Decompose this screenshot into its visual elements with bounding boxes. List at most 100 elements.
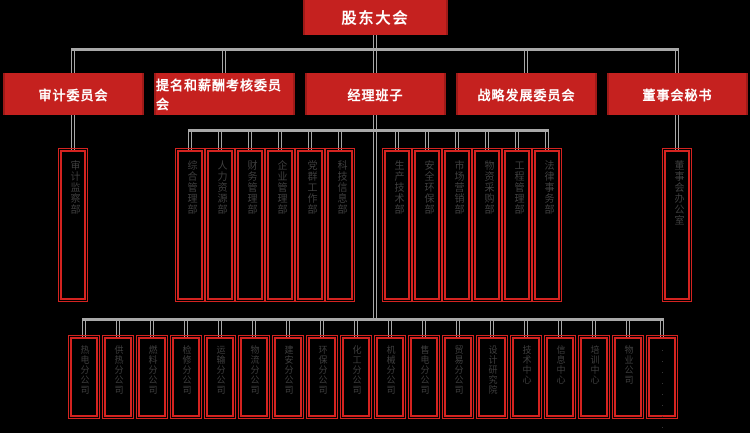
dept-label: 生产技术部: [392, 160, 403, 215]
connector-bottom-drop-8: [320, 318, 324, 337]
connector-mid-drop-7: [395, 129, 399, 150]
root-node-shareholders-meeting: 股东大会: [303, 0, 448, 35]
dept-label: 审计监察部: [68, 160, 79, 215]
connector-mid-drop-12: [545, 129, 549, 150]
connector-mid-rail: [188, 129, 549, 132]
subsidiary-label: 建安分公司: [283, 345, 294, 395]
connector-root-drop: [373, 35, 377, 48]
dept-label: 科技信息部: [335, 160, 346, 215]
subsidiary-node-5: 运输分公司: [204, 335, 236, 419]
dept-label: 工程管理部: [512, 160, 523, 215]
node-audit-committee: 审计委员会: [3, 73, 144, 115]
subsidiary-node-12: 贸易分公司: [442, 335, 474, 419]
subsidiary-label: 技术中心: [521, 345, 532, 385]
connector-bottom-drop-17: [626, 318, 630, 337]
dept-node-9: 市场营销部: [442, 148, 472, 302]
dept-label: 安全环保部: [422, 160, 433, 215]
subsidiary-label: 信息中心: [555, 345, 566, 385]
connector-audit-to-dept: [71, 115, 75, 150]
dept-node-6: 科技信息部: [325, 148, 355, 302]
subsidiary-label: 运输分公司: [215, 345, 226, 395]
connector-mid-drop-11: [515, 129, 519, 150]
subsidiary-label: 培训中心: [589, 345, 600, 385]
connector-bottom-drop-10: [388, 318, 392, 337]
connector-top-rail: [71, 48, 679, 51]
subsidiary-node-17: 物业公司: [612, 335, 644, 419]
subsidiary-node-14: 技术中心: [510, 335, 542, 419]
connector-drop-nomination-committee: [222, 48, 226, 73]
dept-node-5: 党群工作部: [295, 148, 325, 302]
connector-management-trunk: [373, 115, 377, 318]
subsidiary-node-15: 信息中心: [544, 335, 576, 419]
node-board-secretary: 董事会秘书: [607, 73, 748, 115]
connector-bottom-drop-7: [286, 318, 290, 337]
connector-bottom-drop-12: [456, 318, 460, 337]
subsidiary-node-6: 物流分公司: [238, 335, 270, 419]
connector-mid-drop-9: [455, 129, 459, 150]
dept-node-8: 安全环保部: [412, 148, 442, 302]
connector-mid-drop-3: [248, 129, 252, 150]
subsidiary-label: 热电分公司: [79, 345, 90, 395]
dept-label: 物资采购部: [482, 160, 493, 215]
connector-bottom-drop-18: [660, 318, 664, 337]
subsidiary-label: 机械分公司: [385, 345, 396, 395]
subsidiary-node-ellipsis: ········: [646, 335, 678, 433]
org-chart: 股东大会 审计委员会 提名和薪酬考核委员会 经理班子 战略发展委员会 董事会秘书…: [3, 0, 748, 433]
connector-bottom-drop-14: [524, 318, 528, 337]
dept-label: 财务管理部: [245, 160, 256, 215]
connector-mid-drop-5: [308, 129, 312, 150]
ellipsis-label: ········: [657, 345, 668, 433]
subsidiary-node-8: 环保分公司: [306, 335, 338, 419]
dept-label: 综合管理部: [185, 160, 196, 215]
dept-node-4: 企业管理部: [265, 148, 295, 302]
connector-secretary-to-dept: [675, 115, 679, 150]
connector-bottom-drop-1: [82, 318, 86, 337]
node-nomination-committee: 提名和薪酬考核委员会: [154, 73, 295, 115]
subsidiary-label: 环保分公司: [317, 345, 328, 395]
subsidiary-label: 化工分公司: [351, 345, 362, 395]
subsidiary-node-1: 热电分公司: [68, 335, 100, 419]
subsidiary-label: 物业公司: [623, 345, 634, 385]
connector-mid-drop-2: [218, 129, 222, 150]
subsidiary-node-4: 检修分公司: [170, 335, 202, 419]
subsidiary-node-2: 供热分公司: [102, 335, 134, 419]
connector-mid-drop-4: [278, 129, 282, 150]
subsidiary-label: 物流分公司: [249, 345, 260, 395]
connector-bottom-drop-2: [116, 318, 120, 337]
connector-bottom-drop-3: [150, 318, 154, 337]
connector-mid-drop-6: [338, 129, 342, 150]
subsidiary-label: 燃料分公司: [147, 345, 158, 395]
subsidiary-label: 设计研究院: [487, 345, 498, 395]
dept-node-7: 生产技术部: [382, 148, 412, 302]
dept-node-10: 物资采购部: [472, 148, 502, 302]
connector-drop-management-team: [373, 48, 377, 73]
dept-label: 董事会办公室: [672, 160, 683, 226]
subsidiary-node-13: 设计研究院: [476, 335, 508, 419]
dept-node-board-office: 董事会办公室: [662, 148, 692, 302]
dept-label: 市场营销部: [452, 160, 463, 215]
dept-label: 党群工作部: [305, 160, 316, 215]
subsidiary-label: 供热分公司: [113, 345, 124, 395]
dept-node-1: 综合管理部: [175, 148, 205, 302]
subsidiary-node-7: 建安分公司: [272, 335, 304, 419]
node-management-team: 经理班子: [305, 73, 446, 115]
connector-bottom-drop-15: [558, 318, 562, 337]
connector-mid-drop-8: [425, 129, 429, 150]
connector-bottom-drop-6: [252, 318, 256, 337]
connector-bottom-drop-16: [592, 318, 596, 337]
connector-bottom-drop-9: [354, 318, 358, 337]
dept-label: 人力资源部: [215, 160, 226, 215]
connector-bottom-drop-4: [184, 318, 188, 337]
subsidiary-node-9: 化工分公司: [340, 335, 372, 419]
connector-drop-audit-committee: [71, 48, 75, 73]
connector-mid-drop-10: [485, 129, 489, 150]
connector-mid-drop-1: [188, 129, 192, 150]
connector-drop-board-secretary: [675, 48, 679, 73]
subsidiary-node-10: 机械分公司: [374, 335, 406, 419]
subsidiary-node-3: 燃料分公司: [136, 335, 168, 419]
subsidiary-label: 售电分公司: [419, 345, 430, 395]
dept-node-audit: 审计监察部: [58, 148, 88, 302]
connector-bottom-drop-13: [490, 318, 494, 337]
subsidiary-label: 检修分公司: [181, 345, 192, 395]
connector-drop-strategy-committee: [524, 48, 528, 73]
